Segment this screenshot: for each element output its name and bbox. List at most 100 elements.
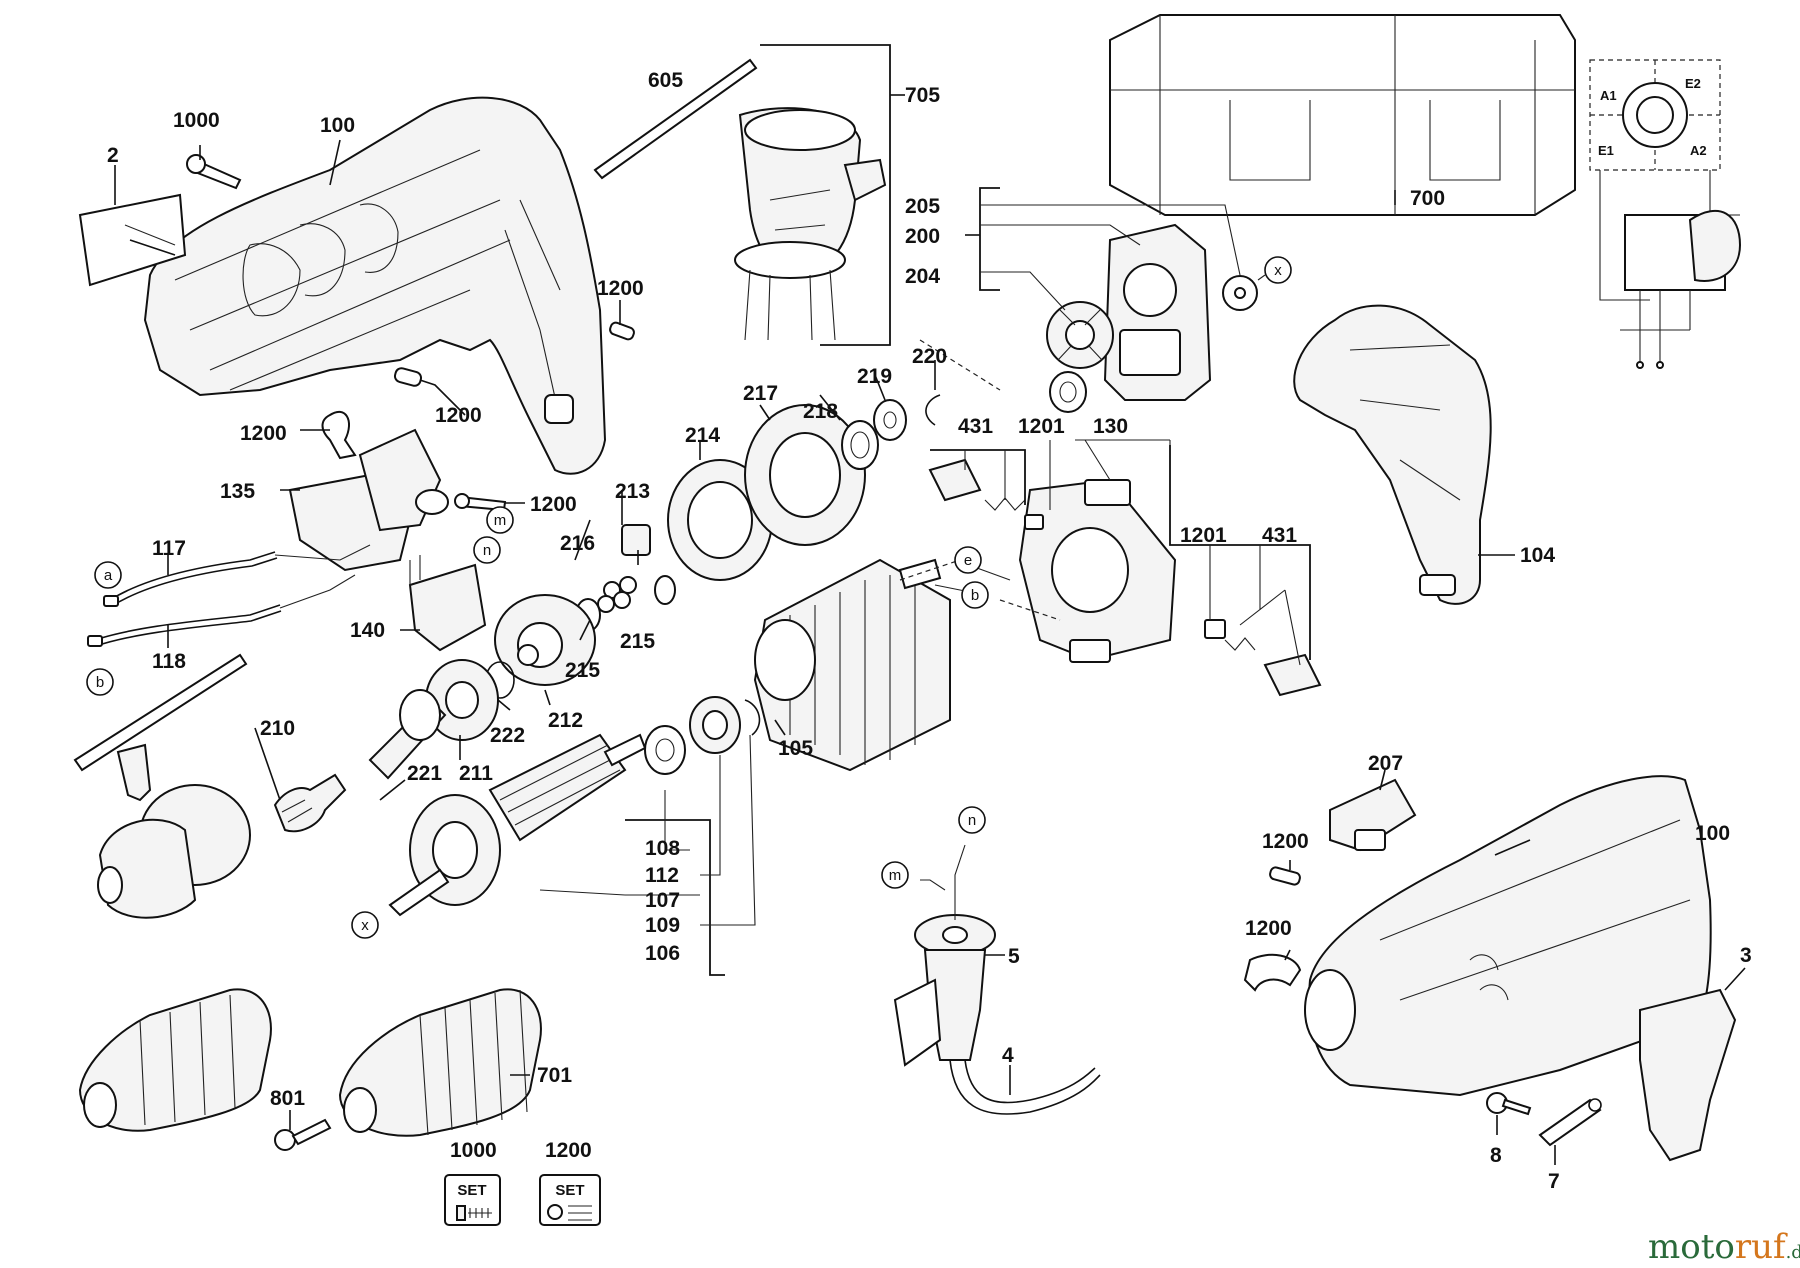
callout-x-top-text: x: [1274, 262, 1282, 279]
cable-117: [103, 544, 371, 607]
brace-431-r: [1169, 445, 1311, 666]
carry-case: [1109, 14, 1576, 216]
label-118: 118: [152, 650, 186, 673]
housing-half-left: [143, 96, 607, 475]
label-200: 200: [905, 225, 940, 248]
label-117: 117: [152, 537, 186, 560]
label-211: 211: [459, 762, 493, 785]
callout-x-arm: x: [351, 911, 379, 939]
set-badge-1200: SET: [539, 1174, 601, 1226]
gear-214: [667, 459, 773, 581]
bearing-112: [689, 696, 741, 754]
clip-1200-f: [1243, 953, 1302, 992]
label-1200-e: 1200: [1262, 830, 1309, 853]
cable-118: [87, 574, 356, 647]
callout-e-mid-text: e: [964, 552, 972, 569]
callout-n-mid-text: n: [483, 542, 491, 559]
carbon-brush-431-top: [928, 458, 982, 502]
label-214: 214: [685, 424, 720, 447]
label-104: 104: [1520, 544, 1555, 567]
label-215-b: 215: [565, 659, 600, 682]
wiring-e1: E1: [1598, 143, 1614, 158]
fan-guide-204: [1046, 301, 1114, 369]
armature-107: [388, 733, 647, 917]
label-135: 135: [220, 480, 255, 503]
field-105: [753, 558, 951, 772]
circlip-220: [925, 394, 941, 426]
label-106: 106: [645, 942, 680, 965]
bearing-108: [644, 725, 686, 775]
label-220: 220: [912, 345, 947, 368]
leader-lines: [114, 139, 1746, 1165]
cable-sleeve-5: [893, 844, 996, 1067]
switch-cover-207: [1329, 778, 1417, 852]
label-107: 107: [645, 889, 680, 912]
mains-cable-4: [949, 1059, 1101, 1115]
label-1201-top: 1201: [1018, 415, 1065, 438]
label-605: 605: [648, 69, 683, 92]
circlip-109: [744, 699, 761, 736]
wiring-a2: A2: [1690, 143, 1707, 158]
label-701: 701: [537, 1064, 572, 1087]
callout-a-left: a: [94, 561, 122, 589]
label-801: 801: [270, 1087, 305, 1110]
svg-text:motoruf.de: motoruf.de: [1648, 1227, 1800, 1267]
label-1200-d: 1200: [530, 493, 577, 516]
set-badge-1000: SET: [444, 1174, 501, 1226]
label-207: 207: [1368, 752, 1403, 775]
rear-handle-3: [1639, 988, 1737, 1162]
brace-200: [965, 187, 1241, 311]
label-1000-top: 1000: [173, 109, 220, 132]
callout-e-mid: e: [954, 546, 982, 574]
brace-106: [539, 734, 756, 976]
capacitor-140: [408, 555, 487, 652]
key-chuck: [97, 784, 251, 919]
screw-8: [1486, 1092, 1532, 1116]
label-216: 216: [560, 532, 595, 555]
chuck-key: [73, 653, 248, 802]
cable-clamp-7: [1538, 1098, 1602, 1147]
label-205: 205: [905, 195, 940, 218]
label-1200-b: 1200: [435, 404, 482, 427]
label-1200-f: 1200: [1245, 917, 1292, 940]
label-105: 105: [778, 737, 813, 760]
set-badge-1000-text: SET: [457, 1182, 486, 1199]
callout-n-mid: n: [473, 536, 501, 564]
clip-1200-c: [321, 410, 357, 460]
watermark-part1: moto: [1648, 1227, 1735, 1267]
bearing-204: [1049, 371, 1087, 413]
washer-205: [1222, 275, 1258, 311]
label-212: 212: [548, 709, 583, 732]
label-1200-c: 1200: [240, 422, 287, 445]
callout-b-left-text: b: [96, 674, 104, 691]
depth-stop-rod: [593, 58, 758, 180]
bearing-flange-212: [494, 594, 596, 686]
callout-b-left: b: [86, 668, 114, 696]
label-130: 130: [1093, 415, 1128, 438]
label-217: 217: [743, 382, 778, 405]
label-204: 204: [905, 265, 940, 288]
auxiliary-handle: [734, 107, 887, 341]
watermark-part3: .de: [1786, 1242, 1800, 1263]
spindle-210: [273, 773, 347, 833]
callout-b-mid: b: [961, 581, 989, 609]
watermark-part2: ruf: [1735, 1227, 1788, 1267]
label-221: 221: [407, 762, 442, 785]
label-140: 140: [350, 619, 385, 642]
label-1000-set: 1000: [450, 1139, 497, 1162]
label-4: 4: [1002, 1044, 1014, 1067]
handle-half-104: [1293, 304, 1492, 605]
label-112: 112: [645, 864, 679, 887]
callout-x-arm-text: x: [361, 917, 369, 934]
label-3: 3: [1740, 944, 1752, 967]
watermark-logo: motoruf.de: [1648, 1227, 1800, 1267]
label-219: 219: [857, 365, 892, 388]
washer-219: [873, 399, 907, 441]
callout-m-mid: m: [486, 506, 514, 534]
gear-217: [744, 404, 866, 546]
label-100-br: 100: [1695, 822, 1730, 845]
pin-1200-b: [393, 367, 423, 387]
label-100-top: 100: [320, 114, 355, 137]
wiring-diagram: [1589, 59, 1742, 369]
keyless-chuck-701: [338, 988, 542, 1137]
